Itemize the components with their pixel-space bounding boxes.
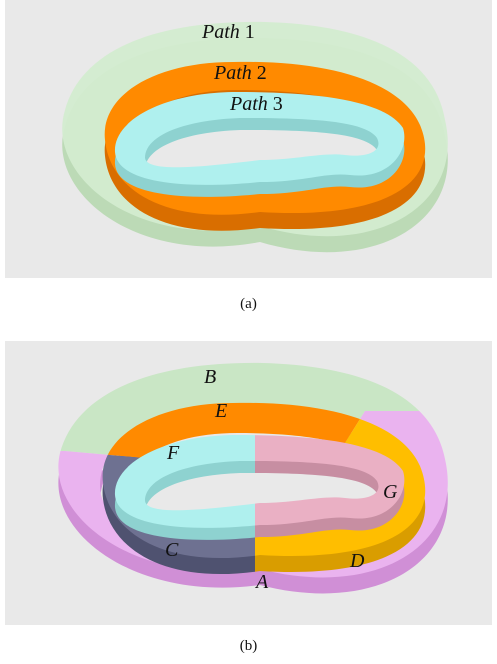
figure-b-region-diagram: B E F G C D A [58,362,448,594]
region-g-shape [255,435,405,526]
path-3-label: Path 3 [229,93,283,115]
region-g-label: G [383,481,398,503]
region-e-shape [102,402,426,459]
region-a-label: A [254,571,269,593]
path-3-ring [114,92,405,197]
region-c-label: C [165,539,179,561]
figure-a-ring-diagram: Path 1 Path 2 Path 3 [62,21,448,253]
region-f-label: F [166,442,180,464]
region-e-label: E [214,400,227,422]
figure-b-caption: (b) [239,638,258,654]
path-2-label: Path 2 [213,62,267,84]
region-b-label: B [204,366,216,388]
figure-a-caption: (a) [240,296,257,312]
inner-ring [114,435,405,540]
figure-b-panel: B E F G C D A [5,341,492,625]
region-f-shape [114,435,255,528]
figure-a-panel: Path 1 Path 2 Path 3 [5,0,492,278]
path-1-label: Path 1 [201,21,255,43]
region-d-label: D [349,550,365,572]
